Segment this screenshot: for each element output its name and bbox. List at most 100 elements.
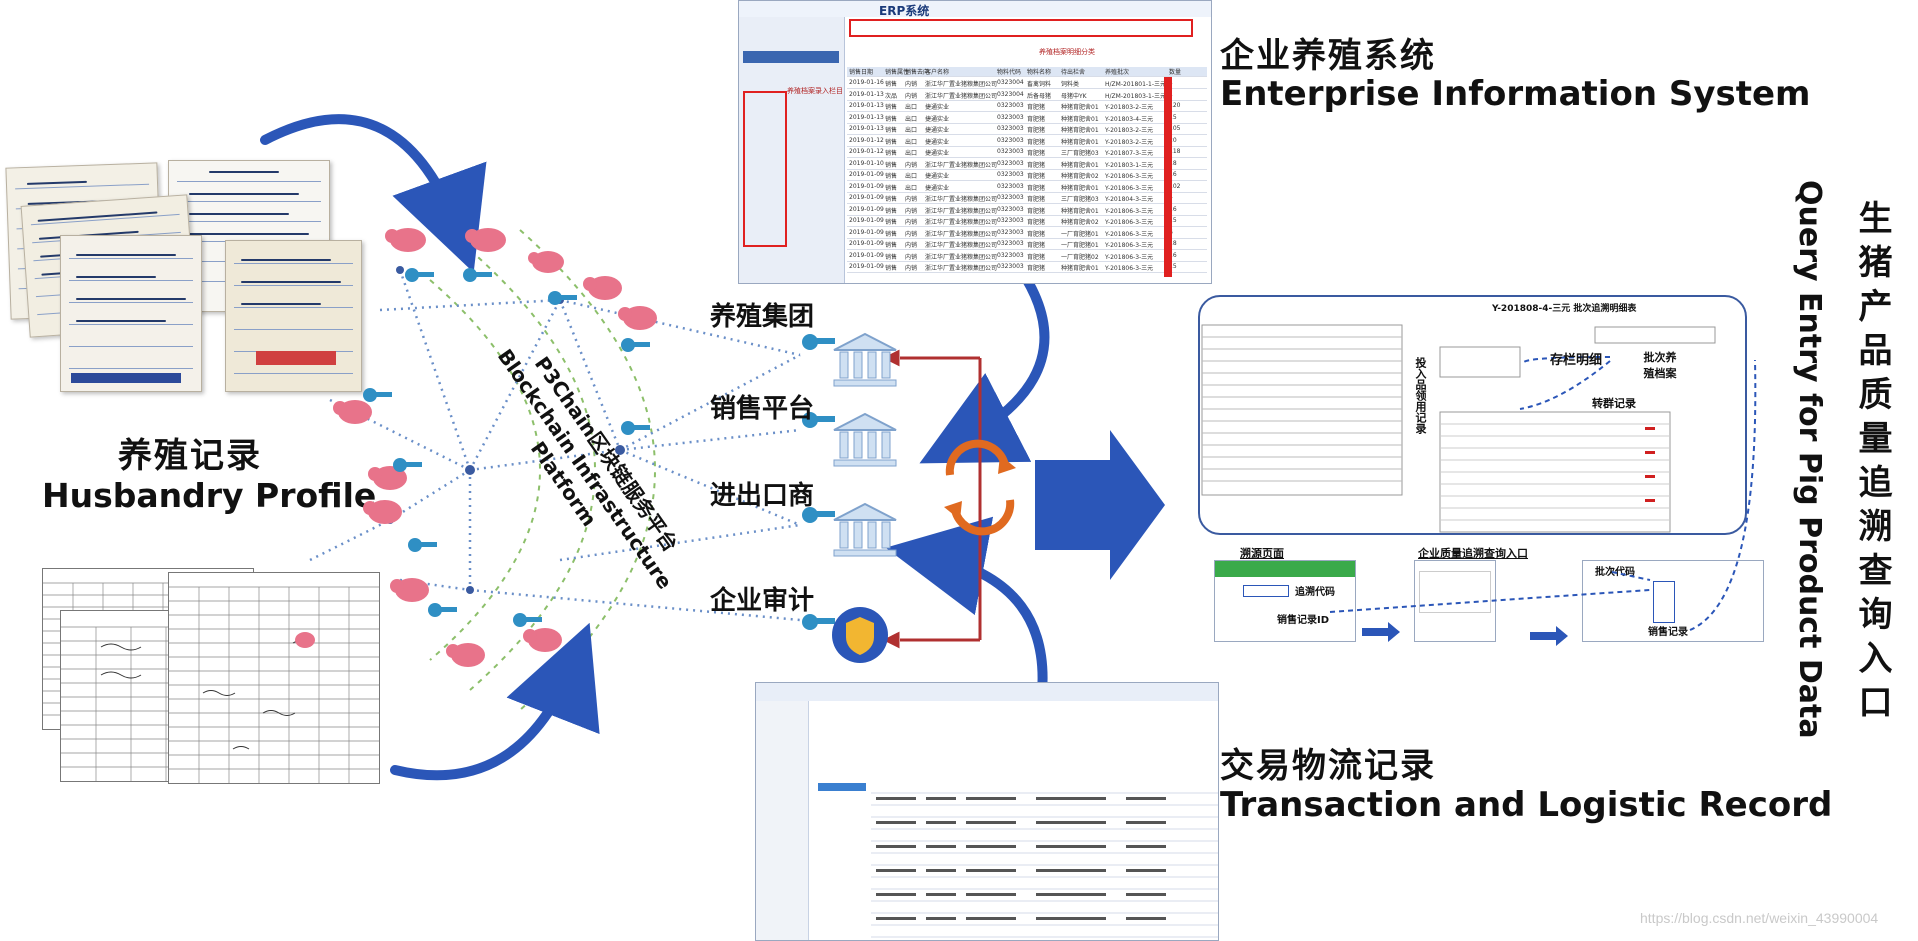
erp-cell: 2019-01-09 — [849, 205, 884, 213]
erp-cell: 种猪育肥舍01 — [1061, 115, 1099, 123]
erp-cell: 内销 — [905, 161, 918, 169]
bank-icon — [833, 332, 897, 387]
erp-cell: 种猪育肥舍01 — [1061, 184, 1099, 192]
erp-cell: 三厂育肥猪03 — [1061, 196, 1099, 203]
erp-cell: 15 — [1169, 217, 1177, 224]
erp-cell: 120 — [1169, 102, 1181, 109]
erp-cell: 种猪育肥舍01 — [1061, 127, 1099, 134]
erp-cell: Y-201806-3-三元 — [1105, 184, 1154, 192]
erp-cell: 销售 — [885, 161, 898, 169]
erp-cell: 捷通实业 — [925, 173, 950, 180]
enterprise-entry-screenshot — [1414, 560, 1496, 642]
trace-page-screenshot: 追溯代码 销售记录ID — [1214, 560, 1356, 642]
erp-cell: 2019-01-13 — [849, 102, 884, 109]
erp-cell: 0323003 — [997, 136, 1024, 144]
erp-cell: Y-201806-3-三元 — [1105, 230, 1154, 238]
key-icon — [802, 507, 835, 523]
erp-cell: 2019-01-09 — [849, 171, 884, 178]
erp-cell: 2019-01-09 — [849, 263, 884, 270]
pig-icon — [363, 500, 402, 524]
logistics-label-en: Transaction and Logistic Record — [1220, 785, 1833, 825]
erp-cell: 出口 — [905, 184, 918, 192]
erp-cell: 0323003 — [997, 102, 1024, 109]
erp-cell: Y-201803-4-三元 — [1105, 115, 1154, 123]
erp-cell: 育肥猪 — [1027, 150, 1046, 157]
erp-cell: 2019-01-12 — [849, 136, 884, 144]
erp-cell: 0323003 — [997, 113, 1024, 121]
erp-cell: 0323003 — [997, 240, 1024, 247]
erp-cell: 浙江华厂置业猪粮集团公司 — [925, 161, 998, 169]
key-icon — [428, 603, 457, 617]
erp-cell: 105 — [1169, 125, 1181, 132]
watermark-text: https://blog.csdn.net/weixin_43990004 — [1640, 910, 1879, 926]
erp-cell: 销售 — [885, 207, 898, 215]
enterprise-entry-label: 企业质量追溯查询入口 — [1418, 547, 1528, 560]
erp-cell: 0323004 — [997, 90, 1024, 98]
annot-transfer-records: 转群记录 — [1592, 397, 1636, 410]
erp-cell: Y-201806-3-三元 — [1105, 219, 1154, 226]
erp-cell: 20 — [1169, 136, 1177, 144]
erp-cell: 销售 — [885, 253, 898, 261]
husbandry-label-cn: 养殖记录 — [118, 436, 262, 476]
erp-cell: 一厂育肥猪02 — [1061, 253, 1099, 261]
erp-cell: 捷通实业 — [925, 184, 950, 192]
erp-cell: 出口 — [905, 150, 918, 157]
query-label-cn: 生猪产品质量追溯查询入口 — [1852, 200, 1892, 728]
erp-cell: Y-201804-3-三元 — [1105, 196, 1154, 203]
handwritten-record-4 — [60, 235, 202, 392]
erp-cell: Y-201806-3-三元 — [1105, 253, 1154, 261]
erp-cell: 后备母猪 — [1027, 92, 1052, 100]
annot-pen-details: 存栏明细 — [1550, 353, 1603, 368]
erp-cell: 0323003 — [997, 148, 1024, 155]
erp-cell: 0323003 — [997, 182, 1024, 190]
erp-cell: 捷通实业 — [925, 127, 950, 134]
pig-icon — [618, 306, 657, 330]
erp-cell: 销售 — [885, 138, 898, 146]
logistics-label-cn: 交易物流记录 — [1220, 746, 1436, 786]
erp-cell: Y-201803-2-三元 — [1105, 127, 1154, 134]
erp-cell: 浙江华厂置业猪粮集团公司 — [925, 219, 998, 226]
erp-cell: 内销 — [905, 81, 918, 88]
erp-cell: Y-201806-3-三元 — [1105, 207, 1154, 215]
erp-cell: 销售 — [885, 242, 898, 249]
eis-label-en: Enterprise Information System — [1220, 74, 1811, 114]
erp-cell: 2019-01-13 — [849, 125, 884, 132]
erp-cell: 0323003 — [997, 205, 1024, 213]
erp-cell: 种猪育肥舍01 — [1061, 161, 1099, 169]
erp-cell: 内销 — [905, 265, 918, 272]
traceability-report-panel: Y-201808-4-三元 批次追溯明细表 投入品领用记录 存栏明细 批次养殖档… — [1198, 295, 1747, 535]
printed-record-sheet-3 — [168, 572, 380, 784]
erp-annot-side: 养殖档案录入栏目 — [787, 87, 843, 95]
erp-cell: 育肥猪 — [1027, 196, 1046, 203]
erp-cell: 浙江华厂置业猪粮集团公司 — [925, 265, 998, 272]
node-label-sales-platform: 销售平台 — [710, 394, 815, 424]
erp-cell: 2019-01-10 — [849, 159, 884, 167]
erp-cell: 捷通实业 — [925, 138, 950, 146]
report-title: Y-201808-4-三元 批次追溯明细表 — [1492, 304, 1637, 314]
erp-cell: 育肥猪 — [1027, 219, 1046, 226]
erp-cell: 0323003 — [997, 194, 1024, 201]
erp-cell: 内销 — [905, 196, 918, 203]
erp-header-cell: 销售属性 — [885, 69, 910, 76]
erp-cell: 16 — [1169, 205, 1177, 213]
erp-cell: 0323003 — [997, 263, 1024, 270]
erp-cell: 销售 — [885, 127, 898, 134]
erp-header-cell: 待出栏舍 — [1061, 69, 1086, 76]
query-label-en: Query Entry for Pig Product Data — [1792, 180, 1827, 739]
annot-batch-profile: 批次养殖档案 — [1643, 351, 1677, 380]
erp-cell: 育肥猪 — [1027, 207, 1046, 215]
erp-cell: Y-201803-2-三元 — [1105, 104, 1154, 111]
erp-cell: 2019-01-13 — [849, 90, 884, 98]
erp-cell: 销售 — [885, 184, 898, 192]
erp-cell: 育肥猪 — [1027, 127, 1046, 134]
erp-cell: Y-201803-1-三元 — [1105, 161, 1154, 169]
key-icon — [363, 388, 392, 402]
node-label-breeding-group: 养殖集团 — [710, 302, 815, 332]
pig-icon — [528, 251, 564, 273]
